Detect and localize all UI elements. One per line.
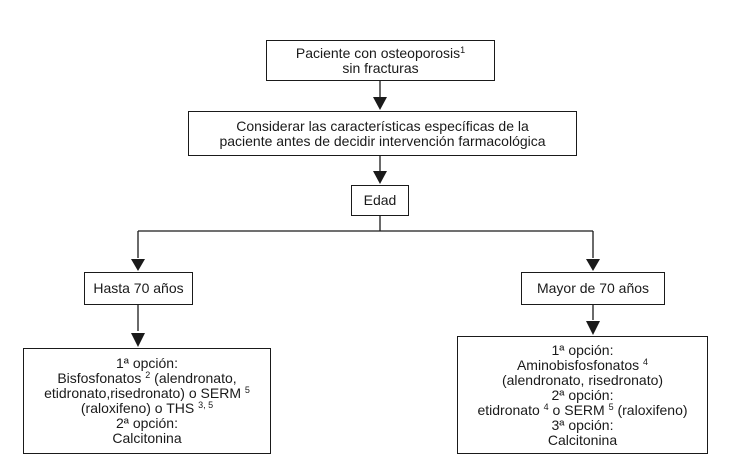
arrowhead-to-left-options [131, 333, 145, 347]
arrowhead-to-over70 [586, 259, 600, 271]
right-option-2-heading: 2ª opción: [551, 386, 614, 403]
left-option-1-line1: Bisfosfonatos 2 (alendronato, [57, 370, 237, 386]
node-left-options: 1ª opción: Bisfosfonatos 2 (alendronato,… [23, 348, 271, 454]
left-option-2-heading: 2ª opción: [115, 415, 178, 431]
node-over-70-label: Mayor de 70 años [536, 280, 650, 296]
right-option-1-line1: Aminobisfosfonatos 4 [516, 356, 649, 373]
arrowhead-to-right-options [586, 321, 600, 335]
node-consider: Considerar las características específic… [188, 111, 577, 156]
right-option-3-line1: Calcitonina [547, 431, 618, 448]
arrowhead-to-age [373, 171, 387, 184]
node-patient-line1: Paciente con osteoporosis1 [295, 44, 466, 61]
right-option-2-line1: etidronato 4 o SERM 5 (raloxifeno) [477, 401, 688, 418]
left-option-1-heading: 1ª opción: [115, 355, 178, 371]
node-age: Edad [351, 185, 409, 216]
node-under-70-label: Hasta 70 años [93, 280, 184, 296]
arrowhead-to-under70 [131, 259, 145, 271]
node-consider-line1: Considerar las características específic… [236, 117, 529, 134]
arrowhead-to-consider [373, 97, 387, 110]
node-patient: Paciente con osteoporosis1 sin fracturas [266, 40, 495, 81]
right-option-1-heading: 1ª opción: [551, 341, 614, 358]
node-patient-line2: sin fracturas [342, 59, 419, 76]
left-option-2-line1: Calcitonina [112, 430, 182, 446]
node-right-options: 1ª opción: Aminobisfosfonatos 4 (alendro… [457, 336, 708, 454]
node-consider-line2: paciente antes de decidir intervención f… [219, 132, 546, 149]
right-option-3-heading: 3ª opción: [551, 416, 614, 433]
node-age-label: Edad [363, 192, 397, 208]
left-option-1-line2: etidronato,risedronato) o SERM 5 [44, 385, 250, 401]
right-option-1-line2: (alendronato, risedronato) [501, 371, 664, 388]
node-over-70: Mayor de 70 años [521, 272, 665, 305]
node-under-70: Hasta 70 años [84, 272, 193, 305]
left-option-1-line3: (raloxifeno) o THS 3, 5 [80, 400, 214, 416]
